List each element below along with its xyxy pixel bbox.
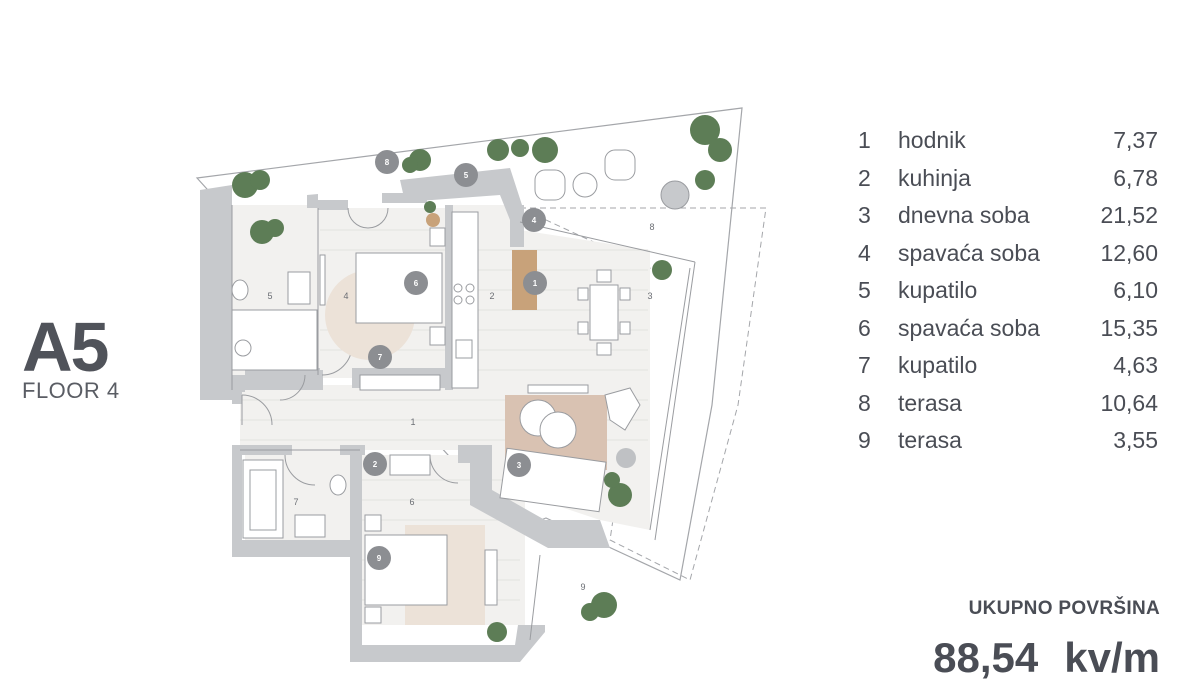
room-number: 3: [858, 202, 871, 229]
terrace-furniture: [534, 149, 690, 210]
room-number: 1: [858, 127, 871, 154]
toilet-icon: [231, 279, 249, 301]
marker-6: 6: [404, 271, 428, 295]
room-name: hodnik: [898, 127, 966, 154]
marker-5: 5: [454, 163, 478, 187]
room-name: terasa: [898, 427, 962, 454]
room-label-9: 9: [580, 582, 585, 592]
room-row: 6 spavaća soba 15,35: [858, 310, 1158, 348]
marker-7: 7: [368, 345, 392, 369]
bathroom-5-fixtures: [231, 254, 326, 371]
total-area-value-row: 88,54 kv/m: [933, 634, 1160, 682]
room-label-2: 2: [489, 291, 494, 301]
room-number: 5: [858, 277, 871, 304]
plants: [232, 115, 732, 642]
marker-2: 2: [363, 452, 387, 476]
svg-text:5: 5: [464, 171, 469, 180]
room-number: 8: [858, 389, 871, 416]
svg-text:2: 2: [373, 460, 378, 469]
room-row: 7 kupatilo 4,63: [858, 347, 1158, 385]
room-area: 15,35: [1100, 314, 1158, 341]
toilet-icon-2: [329, 474, 347, 496]
marker-3: 3: [507, 453, 531, 477]
room-name: kupatilo: [898, 352, 978, 379]
room-area: 7,37: [1113, 127, 1158, 154]
room-name: kuhinja: [898, 164, 971, 191]
room-label-6: 6: [409, 497, 414, 507]
room-name: kupatilo: [898, 277, 978, 304]
total-area-label: UKUPNO POVRŠINA: [968, 598, 1160, 619]
bathroom-7-fixtures: [242, 459, 347, 539]
room-name: dnevna soba: [898, 202, 1030, 229]
room-row: 4 spavaća soba 12,60: [858, 235, 1158, 273]
svg-text:4: 4: [532, 216, 537, 225]
svg-text:8: 8: [385, 158, 390, 167]
room-label-4: 4: [343, 291, 348, 301]
room-area: 6,10: [1113, 277, 1158, 304]
markers: 1 2 3 4 5 6 7 8 9: [363, 150, 547, 570]
svg-text:7: 7: [378, 353, 383, 362]
unit-floor: FLOOR 4: [22, 378, 120, 403]
room-row: 9 terasa 3,55: [858, 422, 1158, 460]
dining-furniture: [577, 269, 631, 356]
room-area: 6,78: [1113, 164, 1158, 191]
svg-text:1: 1: [533, 279, 538, 288]
room-row: 1 hodnik 7,37: [858, 122, 1158, 160]
room-label-1: 1: [410, 417, 415, 427]
room-label-5: 5: [267, 291, 272, 301]
room-area: 4,63: [1113, 352, 1158, 379]
bedroom-4-furniture: [325, 213, 446, 391]
marker-8: 8: [375, 150, 399, 174]
total-area-value: 88,54: [933, 634, 1039, 681]
room-label-8: 8: [649, 222, 654, 232]
room-area: 3,55: [1113, 427, 1158, 454]
room-area: 10,64: [1100, 389, 1158, 416]
total-area: UKUPNO POVRŠINA 88,54 kv/m: [933, 598, 1160, 682]
room-row: 3 dnevna soba 21,52: [858, 197, 1158, 235]
room-number: 7: [858, 352, 871, 379]
svg-text:3: 3: [517, 461, 522, 470]
unit-code: A5: [22, 308, 109, 386]
room-row: 5 kupatilo 6,10: [858, 272, 1158, 310]
marker-1: 1: [523, 271, 547, 295]
room-list: 1 hodnik 7,37 2 kuhinja 6,78 3 dnevna soba 21,…: [858, 122, 1158, 460]
total-area-unit: kv/m: [1064, 634, 1160, 681]
room-number: 9: [858, 427, 871, 454]
unit-header: A5 FLOOR 4: [22, 312, 120, 404]
room-area: 12,60: [1100, 239, 1158, 266]
room-label-7: 7: [293, 497, 298, 507]
room-area: 21,52: [1100, 202, 1158, 229]
svg-text:9: 9: [377, 554, 382, 563]
room-number: 2: [858, 164, 871, 191]
room-row: 8 terasa 10,64: [858, 385, 1158, 423]
room-name: spavaća soba: [898, 314, 1040, 341]
room-label-3: 3: [647, 291, 652, 301]
room-row: 2 kuhinja 6,78: [858, 160, 1158, 198]
room-number: 6: [858, 314, 871, 341]
svg-text:6: 6: [414, 279, 419, 288]
marker-9: 9: [367, 546, 391, 570]
marker-4: 4: [522, 208, 546, 232]
room-name: terasa: [898, 389, 962, 416]
floor-plan: 1 2 3 4 5 6 7 8 9 1 2 3 4 5 6 7 8 9: [195, 107, 767, 662]
room-number: 4: [858, 239, 871, 266]
room-name: spavaća soba: [898, 239, 1040, 266]
